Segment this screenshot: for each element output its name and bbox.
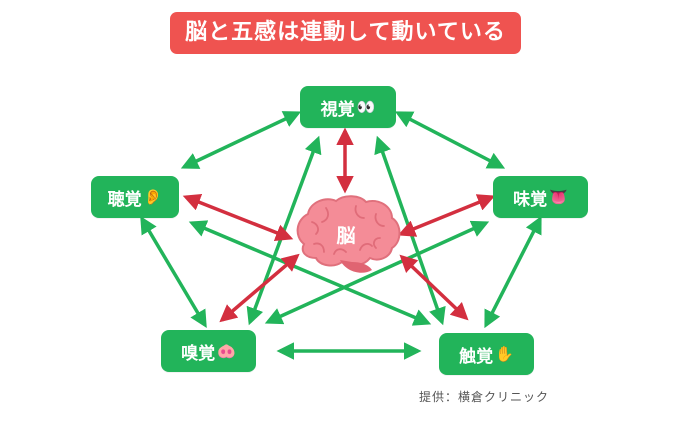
arrow-sight-taste (394, 111, 506, 169)
ear-icon: 👂 (143, 187, 163, 206)
sense-node-hearing: 聴覚👂 (91, 176, 179, 218)
sense-node-taste: 味覚👅 (493, 176, 588, 218)
diagram-title: 脳と五感は連動して動いている (170, 12, 521, 54)
sense-label-sight: 視覚 (320, 99, 355, 120)
arrow-hearing-smell (140, 215, 207, 329)
pig-nose-icon: 🐽 (217, 341, 236, 360)
brain-label: 脳 (336, 225, 356, 247)
sense-node-sight: 視覚👀 (300, 86, 396, 128)
arrow-taste-smell (264, 220, 490, 325)
sense-label-touch: 触覚 (459, 346, 494, 367)
arrow-brain-smell (219, 253, 300, 323)
arrow-sight-hearing (180, 111, 302, 169)
sense-node-touch: 触覚✋ (439, 333, 534, 375)
sense-label-smell: 嗅覚 (181, 343, 216, 364)
arrow-brain-taste (397, 194, 496, 237)
arrow-brain-touch (399, 254, 469, 321)
eyes-icon: 👀 (356, 97, 376, 116)
sense-node-smell: 嗅覚🐽 (161, 330, 256, 372)
credit-text: 提供：横倉クリニック (419, 390, 550, 404)
sense-label-hearing: 聴覚 (107, 189, 142, 210)
tongue-icon: 👅 (549, 187, 568, 206)
raised-hand-icon: ✋ (495, 344, 514, 363)
arrow-brain-hearing (182, 193, 294, 242)
brain-icon (296, 195, 401, 273)
sense-label-taste: 味覚 (513, 189, 548, 210)
arrow-taste-touch (484, 215, 542, 329)
